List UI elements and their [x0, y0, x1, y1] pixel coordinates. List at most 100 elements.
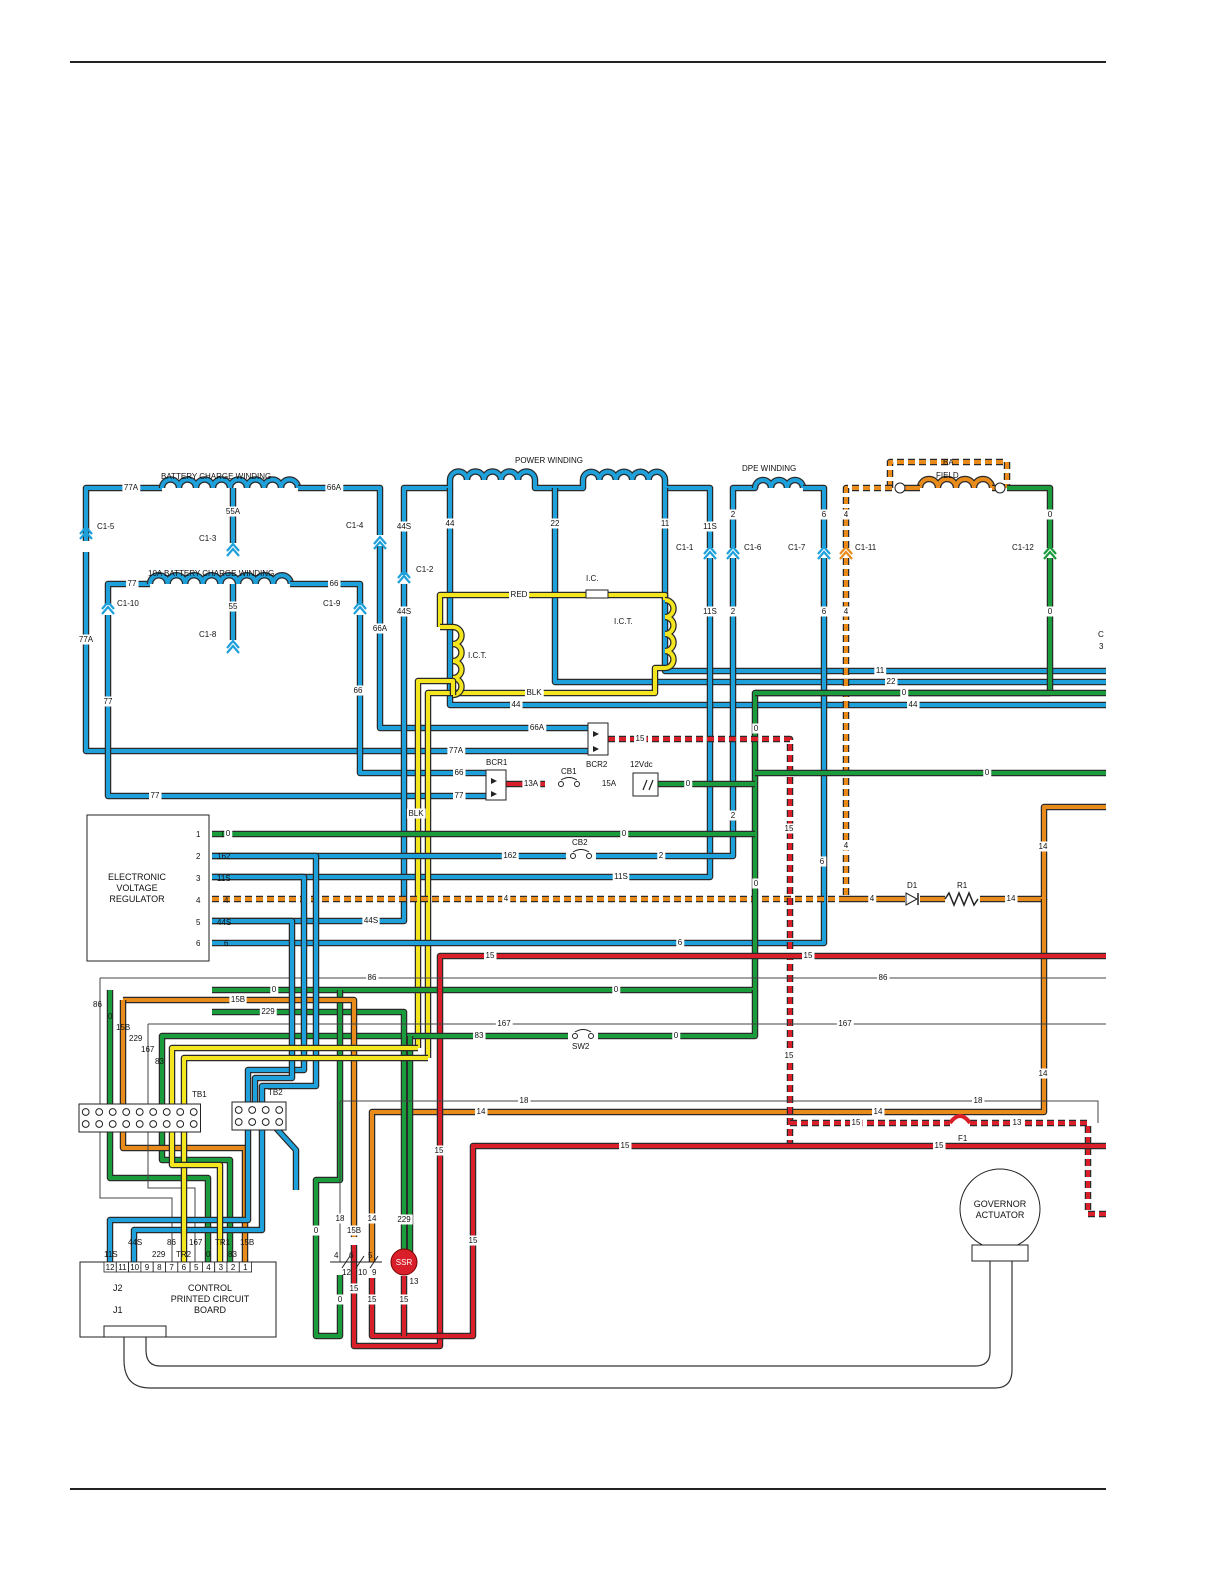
wire-label-bg — [657, 850, 666, 861]
wire-15-label-7: 15 — [435, 1146, 444, 1155]
j2-wire-label: 0 — [206, 1250, 211, 1259]
wire-label-bg — [900, 687, 909, 698]
wire-label-bg — [1037, 841, 1050, 852]
wire-label-bg — [467, 1235, 480, 1246]
wire-label-bg — [336, 1294, 345, 1305]
j2-pin-number: 3 — [219, 1263, 224, 1272]
field-coil — [916, 475, 996, 489]
battery-label: 12Vdc — [630, 760, 653, 769]
wire-label-bg — [395, 606, 413, 617]
battery-charge-10a-title: 10A BATTERY CHARGE WINDING — [148, 569, 274, 578]
wire-blk-ict — [424, 664, 665, 1058]
wire-0-label-10: 0 — [614, 985, 619, 994]
tb1-wire-label: 83 — [155, 1057, 164, 1066]
wire-label-bg — [729, 810, 738, 821]
wire-11s-tb — [212, 873, 308, 1110]
wire-11s-j2 — [106, 1130, 252, 1262]
tb2-body — [231, 1101, 287, 1131]
j2-pin-number: 5 — [194, 1263, 199, 1272]
wire-77a-label-2: 77A — [79, 635, 94, 644]
wire-label-bg — [522, 778, 541, 789]
tb2-screw — [234, 1118, 243, 1126]
j2-wire-label: 44S — [128, 1238, 142, 1247]
dpe-winding-title: DPE WINDING — [742, 464, 796, 473]
wire-66-label: 66 — [330, 579, 339, 588]
field-brush-right — [994, 482, 1006, 494]
wire-label-bg — [509, 589, 530, 600]
evr-label-1: ELECTRONIC — [108, 872, 167, 882]
wire-label-bg — [475, 1106, 488, 1117]
wire-44-label-3: 44 — [512, 700, 521, 709]
wire-2-label-3: 2 — [731, 811, 736, 820]
j2-pin-number: 7 — [169, 1263, 174, 1272]
wire-label-bg — [842, 606, 851, 617]
evr-wire-label: 4 — [224, 896, 229, 905]
tb1-screw — [95, 1120, 104, 1128]
j2-pin-number: 2 — [231, 1263, 236, 1272]
battery-charge-winding-title: BATTERY CHARGE WINDING — [161, 472, 271, 481]
tb1-screw — [108, 1120, 117, 1128]
wire-tr2 — [180, 1054, 428, 1262]
wire-label-bg — [312, 1225, 321, 1236]
wire-label-bg — [352, 685, 365, 696]
c1-6-label: C1-6 — [744, 543, 762, 552]
j2-pin-number: 11 — [118, 1263, 127, 1272]
wire-0-label-8: 0 — [754, 724, 759, 733]
wire-13-label: 13 — [1013, 1118, 1022, 1127]
d1-label: D1 — [907, 881, 918, 890]
j2-pin-number: 1 — [243, 1263, 248, 1272]
dpe-coil — [751, 476, 807, 489]
wire-label-bg — [701, 606, 719, 617]
battery-charge-10a-coil — [146, 571, 295, 585]
wire-label-bg — [366, 1294, 379, 1305]
wire-label-bg — [972, 1095, 985, 1106]
sw2-gap — [568, 1031, 598, 1041]
wire-label-bg — [328, 578, 341, 589]
wire-14-label-6: 14 — [368, 1214, 377, 1223]
wire-0-label-11: 0 — [272, 985, 277, 994]
evr-pin: 3 — [196, 874, 201, 883]
wire-14-lower — [368, 899, 1048, 1262]
wire-15-label-5: 15 — [486, 951, 495, 960]
contact-label: 5 — [368, 1251, 373, 1260]
bcr1-label: BCR1 — [486, 758, 508, 767]
wire-18-label-3: 18 — [336, 1214, 345, 1223]
j2-pin-number: 9 — [145, 1263, 150, 1272]
wire-label-bg — [345, 1225, 363, 1236]
cpcb-label-3: BOARD — [194, 1305, 227, 1315]
governor-label-2: ACTUATOR — [976, 1210, 1025, 1220]
wire-label-bg — [818, 856, 827, 867]
wire-label-bg — [836, 1018, 854, 1029]
wire-77a-label-3: 77A — [449, 746, 464, 755]
wire-11s-label-2: 11S — [703, 607, 717, 616]
wire-0-label-7: 0 — [686, 779, 691, 788]
evr-label-2: VOLTAGE — [116, 883, 157, 893]
wire-66a-label: 66A — [327, 483, 342, 492]
ssr-relay — [390, 1248, 418, 1276]
cb1-contact-b — [574, 781, 580, 787]
evr-pin: 1 — [196, 830, 201, 839]
wire-label-bg — [820, 509, 829, 520]
c1-7-label: C1-7 — [788, 543, 806, 552]
wire-label-bg — [676, 937, 685, 948]
wire-0-label-14: 0 — [338, 1295, 343, 1304]
wire-0-ssr — [312, 990, 344, 1340]
governor-actuator — [959, 1168, 1041, 1250]
wire-label-bg — [1046, 606, 1055, 617]
wire-label-bg — [501, 850, 519, 861]
wire-label-bg — [842, 840, 851, 851]
wire-label-bg — [672, 1030, 681, 1041]
bcr1-rectifier — [485, 769, 507, 801]
wire-22 — [551, 488, 1106, 686]
c1-2-label: C1-2 — [416, 565, 434, 574]
wire-layer — [78, 458, 1106, 1350]
j1-connector — [103, 1325, 167, 1338]
wire-label-bg — [612, 871, 630, 882]
tb1-wire-label: 229 — [129, 1034, 143, 1043]
wire-label-bg — [868, 893, 877, 904]
field-label: FIELD — [936, 471, 959, 480]
wire-83 — [158, 990, 759, 1262]
wire-66-label-3: 66 — [455, 768, 464, 777]
wire-label-bg — [885, 676, 898, 687]
wire-77a-top — [82, 484, 162, 541]
